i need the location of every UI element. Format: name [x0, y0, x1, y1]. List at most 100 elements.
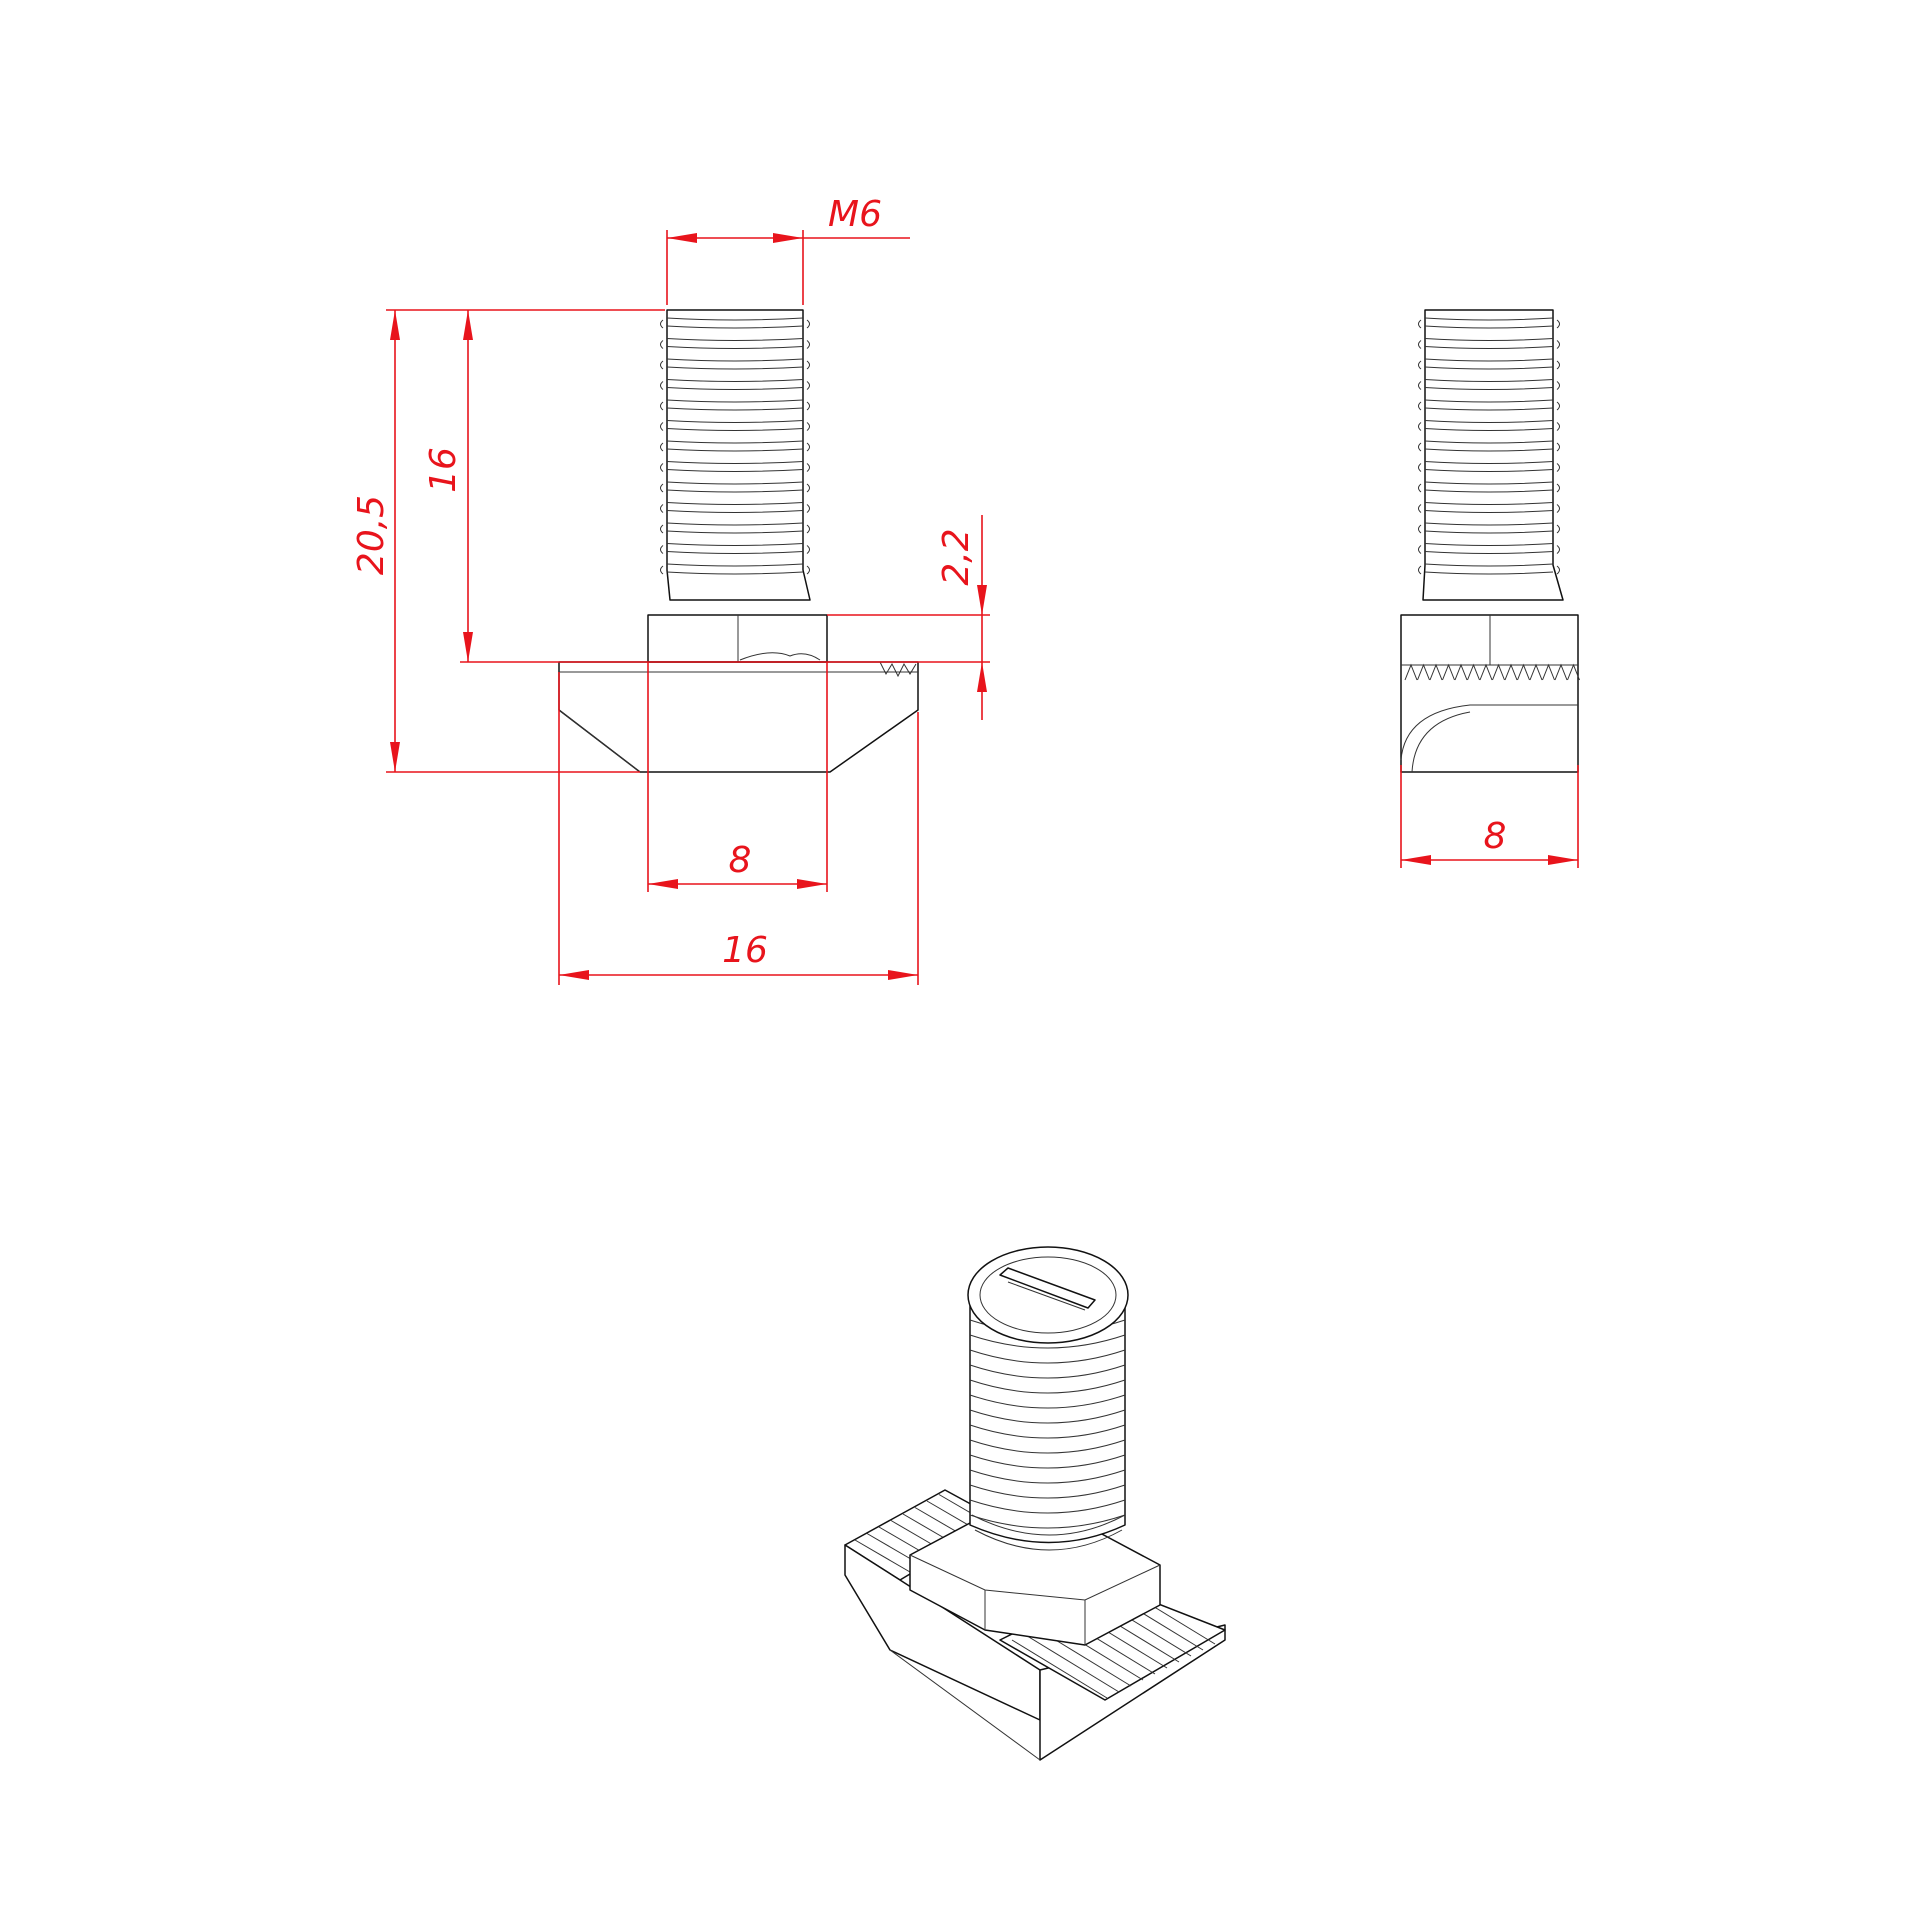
thread-line — [666, 440, 804, 452]
thread-crest — [1418, 319, 1560, 329]
serration-tooth — [1454, 663, 1468, 681]
thread-line — [969, 1394, 1126, 1409]
thread-crest — [1418, 524, 1560, 534]
overall-height-arrow-bottom — [390, 742, 400, 772]
serration-tooth — [1517, 663, 1530, 681]
serration-tooth — [1492, 663, 1505, 681]
serration-line — [1011, 1639, 1108, 1699]
thread-crest — [660, 524, 810, 534]
side-view — [1400, 309, 1580, 773]
isometric-view — [844, 1246, 1226, 1761]
thread-line — [1424, 563, 1554, 575]
thread-line — [969, 1379, 1126, 1394]
m6-arrow-right — [773, 233, 803, 243]
m6-arrow-left — [667, 233, 697, 243]
thread-crest — [660, 504, 810, 513]
front-shank-outline — [666, 309, 811, 601]
thread-line — [1424, 461, 1554, 472]
front-dimensions: M6 20,5 16 2,2 8 16 — [351, 194, 990, 985]
bolt-length-arrow-bottom — [463, 632, 473, 662]
thread-line — [1424, 420, 1554, 431]
thread-crest — [660, 360, 810, 370]
thread-line — [666, 379, 804, 390]
thread-line — [969, 1514, 1126, 1529]
thread-line — [1424, 440, 1554, 452]
thread-crest — [660, 340, 810, 349]
dim-head-width: 16 — [722, 930, 768, 971]
dim-bolt-length: 16 — [423, 447, 464, 493]
thread-line — [969, 1409, 1126, 1424]
serration-tooth — [1467, 663, 1480, 681]
collar-width-arrow-left — [648, 879, 678, 889]
thread-crest — [660, 565, 810, 575]
serration-line — [854, 1539, 911, 1573]
thread-line — [1424, 399, 1554, 411]
collar-width-arrow-right — [797, 879, 827, 889]
thread-line — [666, 481, 804, 493]
thread-crest — [1418, 463, 1560, 472]
thread-line — [969, 1439, 1126, 1454]
thread-crest — [1418, 422, 1560, 431]
thread-crest — [660, 463, 810, 472]
serration-tooth — [1429, 663, 1443, 681]
thread-crest — [660, 401, 810, 411]
thread-line — [1424, 481, 1554, 493]
side-width-arrow-left — [1401, 855, 1431, 865]
thread-line — [666, 543, 804, 554]
front-t-head — [558, 661, 919, 773]
dim-thread-label: M6 — [828, 194, 882, 235]
head-width-arrow-right — [888, 970, 918, 980]
iso-shank-top — [967, 1246, 1129, 1344]
side-width-arrow-right — [1548, 855, 1578, 865]
dim-side-width: 8 — [1484, 816, 1507, 857]
serration-tooth — [1417, 663, 1430, 681]
thread-line — [666, 461, 804, 472]
thread-crest — [1418, 381, 1560, 390]
thread-crest — [1418, 545, 1560, 554]
head-width-arrow-left — [559, 970, 589, 980]
serration-tooth — [1479, 663, 1493, 681]
thread-line — [969, 1469, 1126, 1484]
thread-line — [666, 563, 804, 575]
thread-line — [1424, 379, 1554, 390]
thread-crest — [1418, 340, 1560, 349]
thread-line — [666, 420, 804, 431]
thread-crest — [1418, 360, 1560, 370]
thread-line — [969, 1364, 1126, 1379]
front-thread-lines — [660, 317, 810, 575]
serration-tooth — [1442, 663, 1455, 681]
thread-line — [1424, 502, 1554, 513]
thread-crest — [1418, 565, 1560, 575]
thread-crest — [1418, 483, 1560, 493]
thread-line — [1424, 358, 1554, 370]
dim-collar-width: 8 — [729, 840, 752, 881]
thread-line — [666, 522, 804, 534]
thread-line — [666, 358, 804, 370]
thread-crest — [1418, 442, 1560, 452]
thread-crest — [660, 319, 810, 329]
thread-crest — [1418, 401, 1560, 411]
serration-line — [1023, 1633, 1120, 1693]
side-thread-lines — [1418, 317, 1560, 575]
iso-shank — [969, 1299, 1126, 1544]
thread-line — [969, 1484, 1126, 1499]
thread-line — [1424, 338, 1554, 349]
side-dimensions: 8 — [1400, 765, 1579, 868]
serration-tooth — [1542, 663, 1555, 681]
thread-crest — [660, 381, 810, 390]
serration-tooth — [1554, 663, 1568, 681]
thread-line — [666, 502, 804, 513]
thread-crest — [660, 483, 810, 493]
thread-line — [1424, 543, 1554, 554]
thread-line — [1424, 317, 1554, 329]
overall-height-arrow-top — [390, 310, 400, 340]
thread-crest — [660, 422, 810, 431]
dim-overall-height: 20,5 — [351, 495, 392, 575]
thread-line — [666, 338, 804, 349]
thread-crest — [660, 545, 810, 554]
thread-line — [969, 1349, 1126, 1364]
thread-line — [666, 317, 804, 329]
serration-tooth — [1567, 663, 1580, 681]
thread-line — [666, 399, 804, 411]
